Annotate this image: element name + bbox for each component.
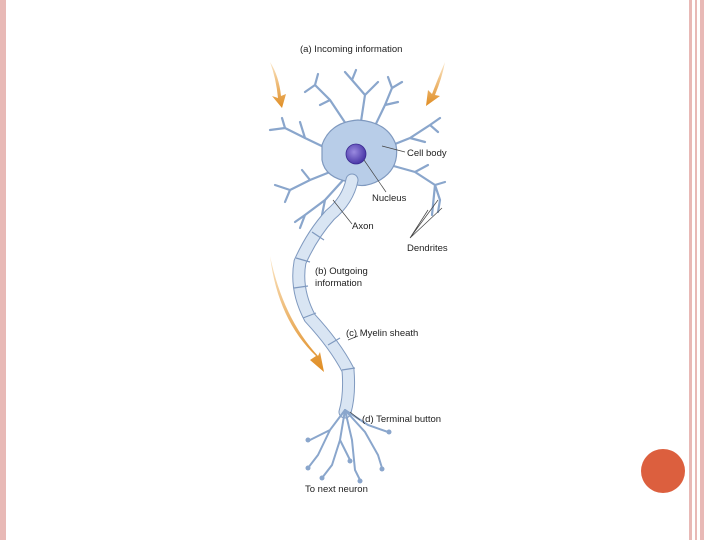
dendrites [268,68,447,230]
leader-lines [332,145,443,421]
nucleus [345,143,367,165]
label-myelin-sheath: (c) Myelin sheath [346,328,418,339]
label-nucleus: Nucleus [372,193,407,204]
incoming-arrow-right [426,62,445,106]
incoming-arrow-left [270,62,286,108]
terminal-branches [307,409,389,481]
right-border-stripe-3 [700,0,704,540]
label-outgoing-information-line1: (b) Outgoing [315,266,368,277]
label-terminal-button: (d) Terminal button [362,414,441,425]
label-cell-body: Cell body [407,148,447,159]
right-border-stripe-1 [689,0,692,540]
label-dendrites: Dendrites [407,243,448,254]
myelin-segment-gaps [293,231,356,371]
terminal-buttons [305,429,392,484]
right-border-stripe-2 [695,0,697,540]
slide-accent-dot [641,449,685,493]
label-axon: Axon [352,221,374,232]
left-border-stripe [0,0,6,540]
label-incoming-information: (a) Incoming information [300,44,402,55]
outgoing-arrow [270,256,324,372]
label-to-next-neuron: To next neuron [305,484,368,495]
label-outgoing-information-line2: information [315,278,362,289]
